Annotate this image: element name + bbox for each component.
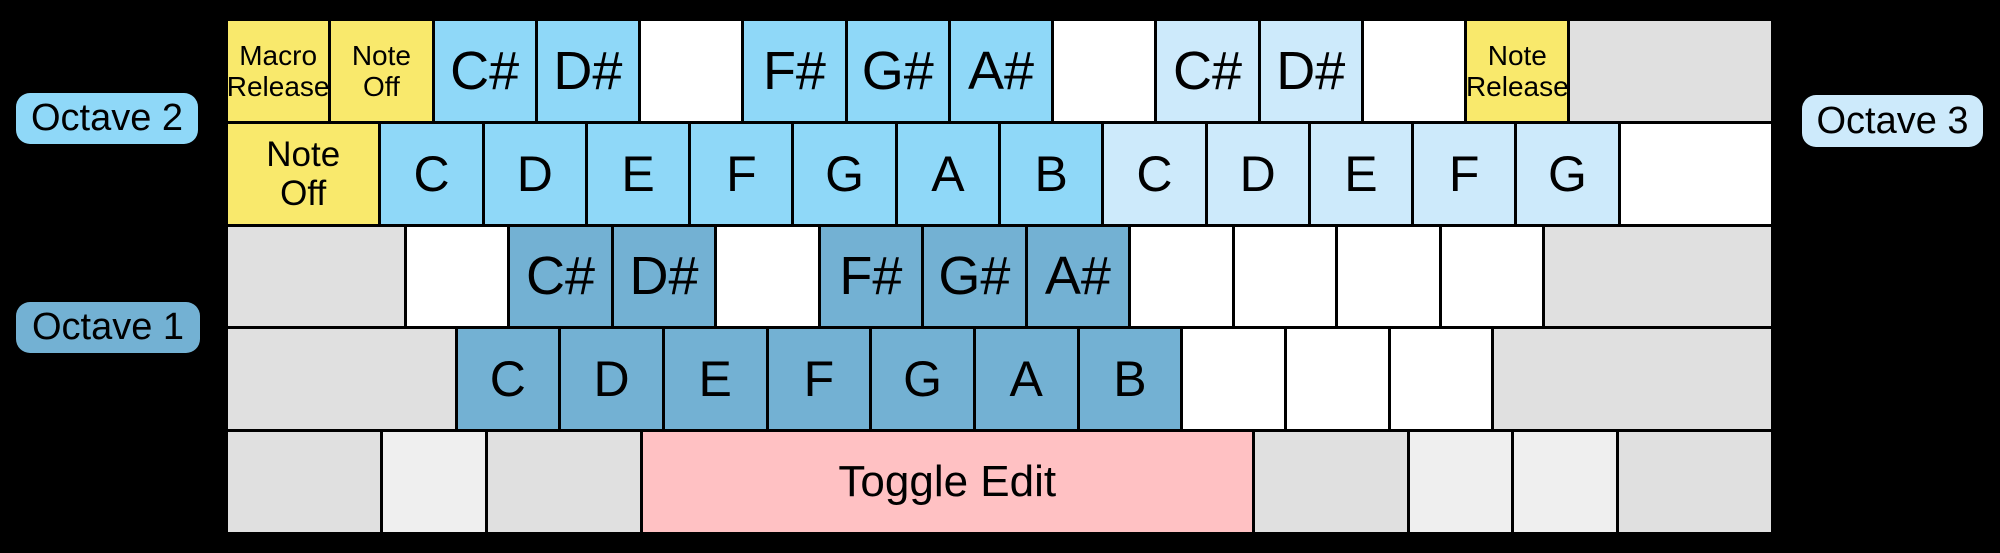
key-note-release[interactable]: Note Release	[1467, 21, 1568, 121]
key-f-sharp[interactable]: F#	[744, 21, 845, 121]
key-f-sharp[interactable]: F#	[820, 226, 922, 327]
key-c[interactable]: C	[381, 123, 482, 224]
key-c-sharp[interactable]: C#	[1157, 21, 1258, 121]
key-blank	[383, 432, 485, 532]
key-c-sharp[interactable]: C#	[434, 21, 535, 121]
key-blank	[1618, 432, 1772, 532]
key-blank	[1131, 226, 1232, 327]
key-c[interactable]: C	[457, 329, 559, 430]
key-c-sharp[interactable]: C#	[510, 226, 611, 327]
key-blank	[228, 226, 404, 327]
key-g-sharp[interactable]: G#	[847, 21, 948, 121]
key-c[interactable]: C	[1104, 123, 1205, 224]
key-g[interactable]: G	[872, 329, 973, 430]
key-d[interactable]: D	[561, 329, 662, 430]
key-blank	[228, 329, 455, 430]
key-d-sharp[interactable]: D#	[613, 226, 715, 327]
octave-3-label: Octave 3	[1802, 95, 1983, 147]
key-blank	[1409, 432, 1512, 532]
key-blank	[1338, 226, 1439, 327]
key-blank	[1363, 21, 1465, 121]
key-g[interactable]: G	[794, 123, 895, 224]
key-blank	[717, 226, 818, 327]
key-blank	[1544, 226, 1772, 327]
key-blank	[1234, 226, 1336, 327]
key-d-sharp[interactable]: D#	[537, 21, 639, 121]
key-e[interactable]: E	[1310, 123, 1412, 224]
key-blank	[1514, 432, 1616, 532]
key-blank	[406, 226, 508, 327]
key-f[interactable]: F	[1414, 123, 1515, 224]
key-e[interactable]: E	[587, 123, 689, 224]
key-macro-release[interactable]: Macro Release	[228, 21, 329, 121]
octave-2-label: Octave 2	[16, 93, 198, 144]
key-g-sharp[interactable]: G#	[924, 226, 1025, 327]
key-blank	[1286, 329, 1388, 430]
key-blank	[228, 432, 381, 532]
key-blank	[1570, 21, 1771, 121]
key-a[interactable]: A	[975, 329, 1077, 430]
key-f[interactable]: F	[691, 123, 792, 224]
key-b[interactable]: B	[1001, 123, 1102, 224]
key-blank	[1441, 226, 1542, 327]
key-note-off[interactable]: Note Off	[331, 21, 432, 121]
key-a[interactable]: A	[897, 123, 998, 224]
key-blank	[1183, 329, 1284, 430]
key-d[interactable]: D	[484, 123, 585, 224]
key-g[interactable]: G	[1517, 123, 1618, 224]
key-blank	[1254, 432, 1407, 532]
key-d[interactable]: D	[1207, 123, 1308, 224]
key-d-sharp[interactable]: D#	[1260, 21, 1361, 121]
keyboard-row-5: Toggle Edit	[228, 432, 1772, 532]
key-b[interactable]: B	[1079, 329, 1181, 430]
key-a-sharp[interactable]: A#	[1027, 226, 1129, 327]
key-blank	[641, 21, 742, 121]
key-blank	[1054, 21, 1155, 121]
key-toggle-edit[interactable]: Toggle Edit	[642, 432, 1252, 532]
key-e[interactable]: E	[664, 329, 766, 430]
key-blank	[1390, 329, 1492, 430]
key-f[interactable]: F	[768, 329, 870, 430]
key-blank	[1494, 329, 1772, 430]
key-a-sharp[interactable]: A#	[950, 21, 1052, 121]
key-blank	[487, 432, 640, 532]
key-blank	[1620, 123, 1771, 224]
key-note-off[interactable]: Note Off	[228, 123, 379, 224]
keyboard-row-3: C#D# F#G#A#	[228, 226, 1772, 327]
octave-1-label: Octave 1	[16, 302, 200, 353]
